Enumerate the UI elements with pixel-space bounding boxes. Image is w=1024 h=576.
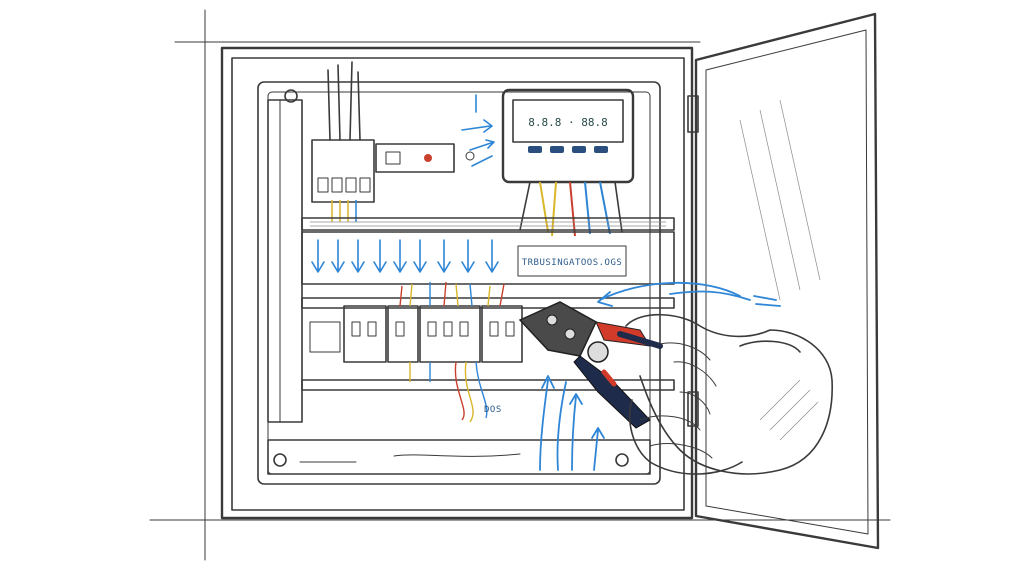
airflow-arrows-top	[461, 94, 495, 167]
background-sketch-lines	[149, 9, 891, 561]
terminal-wires	[399, 281, 505, 423]
cabinet-door	[687, 12, 880, 550]
upper-din-rail	[301, 217, 675, 231]
indicator-switch	[375, 143, 475, 173]
crimping-tool	[518, 301, 663, 429]
lower-din-rail	[301, 297, 675, 391]
lower-label: DOS	[484, 405, 502, 415]
gloved-hands	[625, 313, 833, 475]
main-breaker	[311, 61, 375, 222]
cabinet-frame	[220, 46, 694, 520]
curved-arrows-right	[597, 281, 781, 307]
bottom-channel	[267, 439, 651, 475]
circuit-breaker-row	[309, 305, 523, 363]
cable-duct-with-airflow: TRBUSINGATOOS.OGS	[301, 231, 675, 285]
duct-label: TRBUSINGATOOS.OGS	[522, 258, 623, 268]
meter-screen-readout: 8.8.8 · 88.8	[528, 116, 607, 129]
energy-meter: 8.8.8 · 88.8	[501, 88, 635, 237]
airflow-arrows-bottom	[539, 375, 605, 471]
